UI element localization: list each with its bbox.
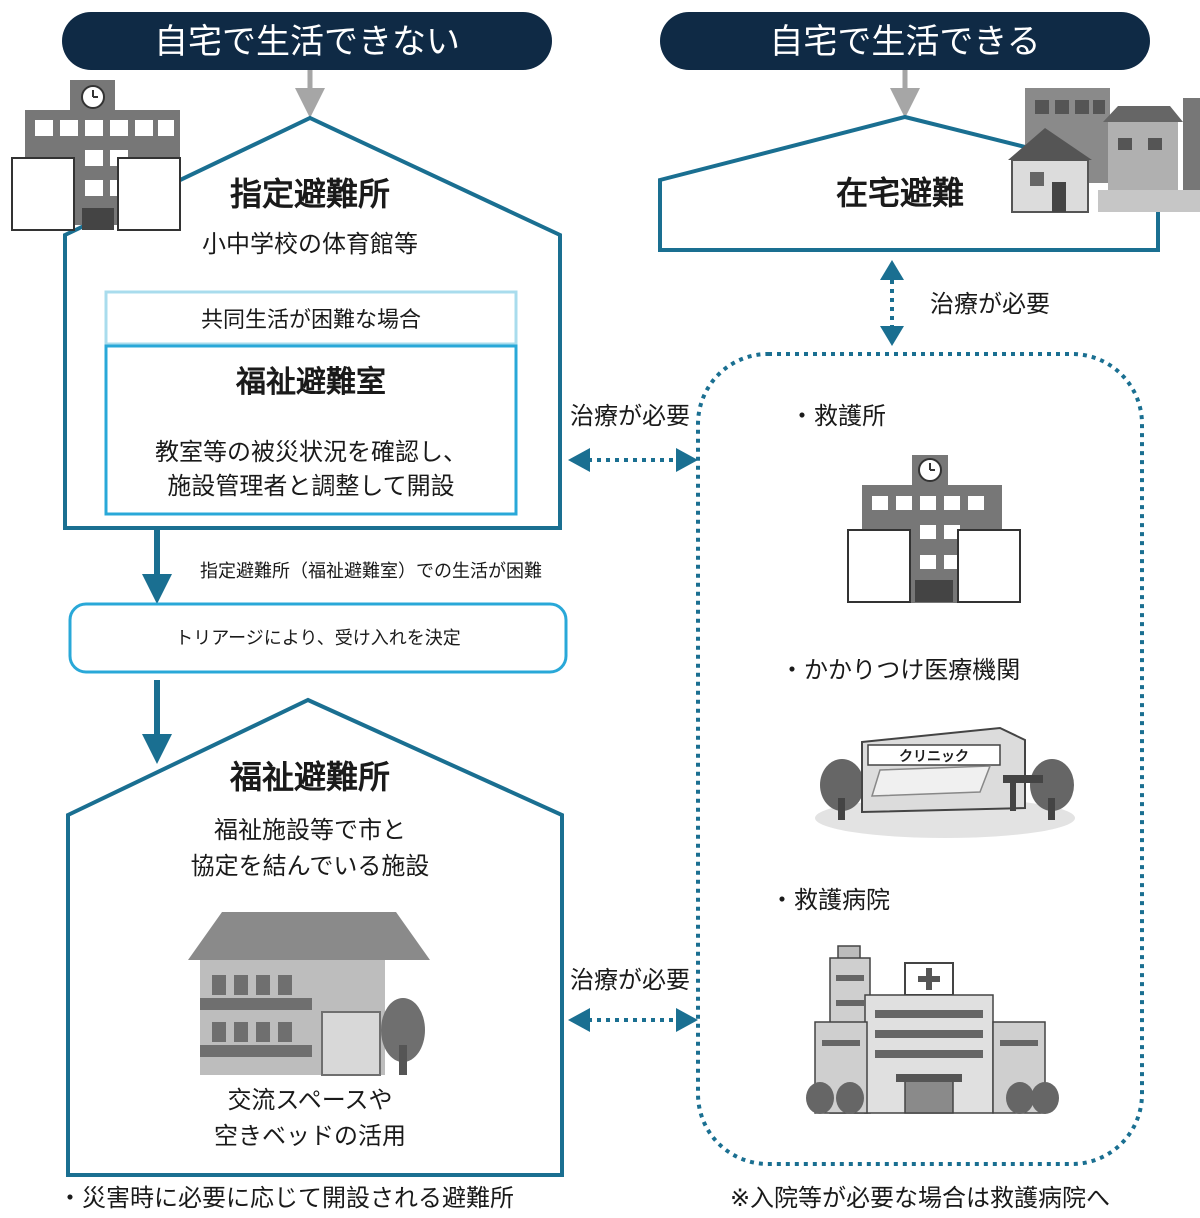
header-left-label: 自宅で生活できない [154,22,460,62]
facility-building-icon [188,912,430,1076]
medical-footnote: ※入院等が必要な場合は救護病院へ [730,1184,1110,1212]
treatment-arrow-mid [568,448,698,472]
clinic-sign-text: クリニック [899,749,969,765]
home-evacuation-title: 在宅避難 [836,174,964,212]
houses-icon [1008,88,1200,213]
treatment-label-low: 治療が必要 [570,966,690,994]
welfare-shelter-bottom-line1: 交流スペースや [227,1086,392,1114]
designated-shelter-subtitle: 小中学校の体育館等 [202,230,418,258]
welfare-room-line2: 施設管理者と調整して開設 [167,472,454,500]
welfare-shelter-title: 福祉避難所 [229,758,390,796]
triage-box [68,602,568,674]
treatment-vertical-arrow [880,260,904,346]
hospital-icon [806,945,1059,1114]
triage-label: トリアージにより、受け入れを決定 [175,628,460,649]
welfare-shelter-line2: 協定を結んでいる施設 [191,852,430,880]
header-right-label: 自宅で生活できる [769,22,1040,62]
clinic-icon: クリニック [815,726,1075,838]
first-aid-station-icon [847,455,1021,603]
treatment-label-top: 治療が必要 [930,290,1050,318]
medical-item-first-aid: ・救護所 [790,402,886,430]
header-left-pill: 自宅で生活できない [62,12,552,70]
treatment-label-mid: 治療が必要 [570,402,690,430]
treatment-arrow-low [568,1008,698,1032]
welfare-room-title: 福祉避難室 [235,365,386,400]
difficulty-label: 指定避難所（福祉避難室）での生活が困難 [200,561,542,582]
medical-item-family-clinic: ・かかりつけ医療機関 [780,656,1020,684]
welfare-shelter-line1: 福祉施設等で市と [214,816,406,844]
welfare-shelter-bottom-line2: 空きベッドの活用 [214,1122,406,1150]
medical-item-rescue-hospital: ・救護病院 [770,886,890,914]
welfare-room-line1: 教室等の被災状況を確認し、 [155,438,467,466]
condition-box [104,290,518,346]
welfare-room-box [104,344,518,516]
header-right-pill: 自宅で生活できる [660,12,1150,70]
medical-box [696,352,1144,1166]
condition-label: 共同生活が困難な場合 [201,308,421,333]
school-building-icon [11,80,181,231]
designated-shelter-title: 指定避難所 [230,175,390,213]
welfare-shelter-footnote: ・災害時に必要に応じて開設される避難所 [58,1184,514,1212]
